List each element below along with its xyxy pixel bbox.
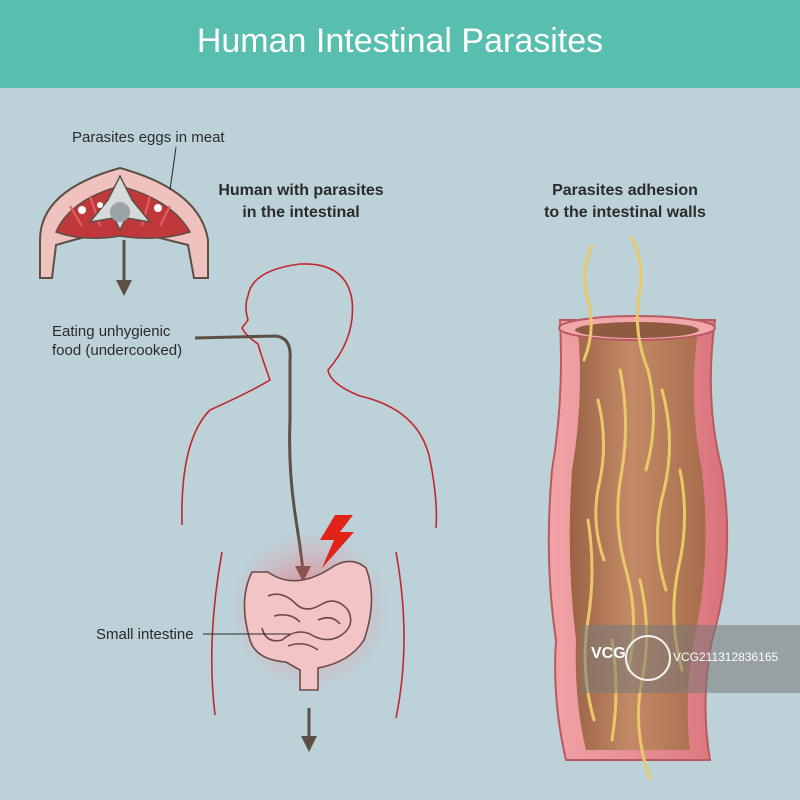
small-intestine-label: Small intestine	[96, 626, 194, 643]
eggs-pointer-line	[169, 146, 177, 191]
page-title: Human Intestinal Parasites	[196, 22, 604, 60]
header-bar: Human Intestinal Parasites	[0, 0, 800, 88]
lightning-icon	[320, 515, 354, 568]
eggs-label: Parasites eggs in meat	[72, 129, 225, 146]
eating-label-line2: food (undercooked)	[52, 342, 183, 359]
human-heading: Human with parasites in the intestinal	[186, 180, 416, 224]
watermark-brand: VCG	[591, 645, 626, 662]
human-heading-line1: Human with parasites	[218, 182, 384, 199]
intestine-icon	[243, 560, 373, 691]
meat-cross-section-icon	[39, 166, 209, 279]
eating-label-line1: Eating unhygienic	[52, 323, 171, 340]
human-heading-line2: in the intestinal	[242, 204, 360, 221]
watermark-id: VCG211312836165	[673, 650, 779, 664]
intestinal-tube-icon	[547, 315, 729, 761]
watermark: VCG VCG211312836165	[581, 625, 800, 693]
adhesion-heading: Parasites adhesion to the intestinal wal…	[510, 180, 740, 224]
eating-label: Eating unhygienic food (undercooked)	[52, 322, 182, 360]
human-silhouette-icon	[181, 263, 438, 719]
watermark-logo-icon	[625, 635, 671, 681]
adhesion-heading-line1: Parasites adhesion	[552, 182, 698, 199]
arrow-down-icon	[116, 240, 132, 296]
arrow-down-icon	[301, 708, 317, 752]
adhesion-heading-line2: to the intestinal walls	[544, 204, 706, 221]
